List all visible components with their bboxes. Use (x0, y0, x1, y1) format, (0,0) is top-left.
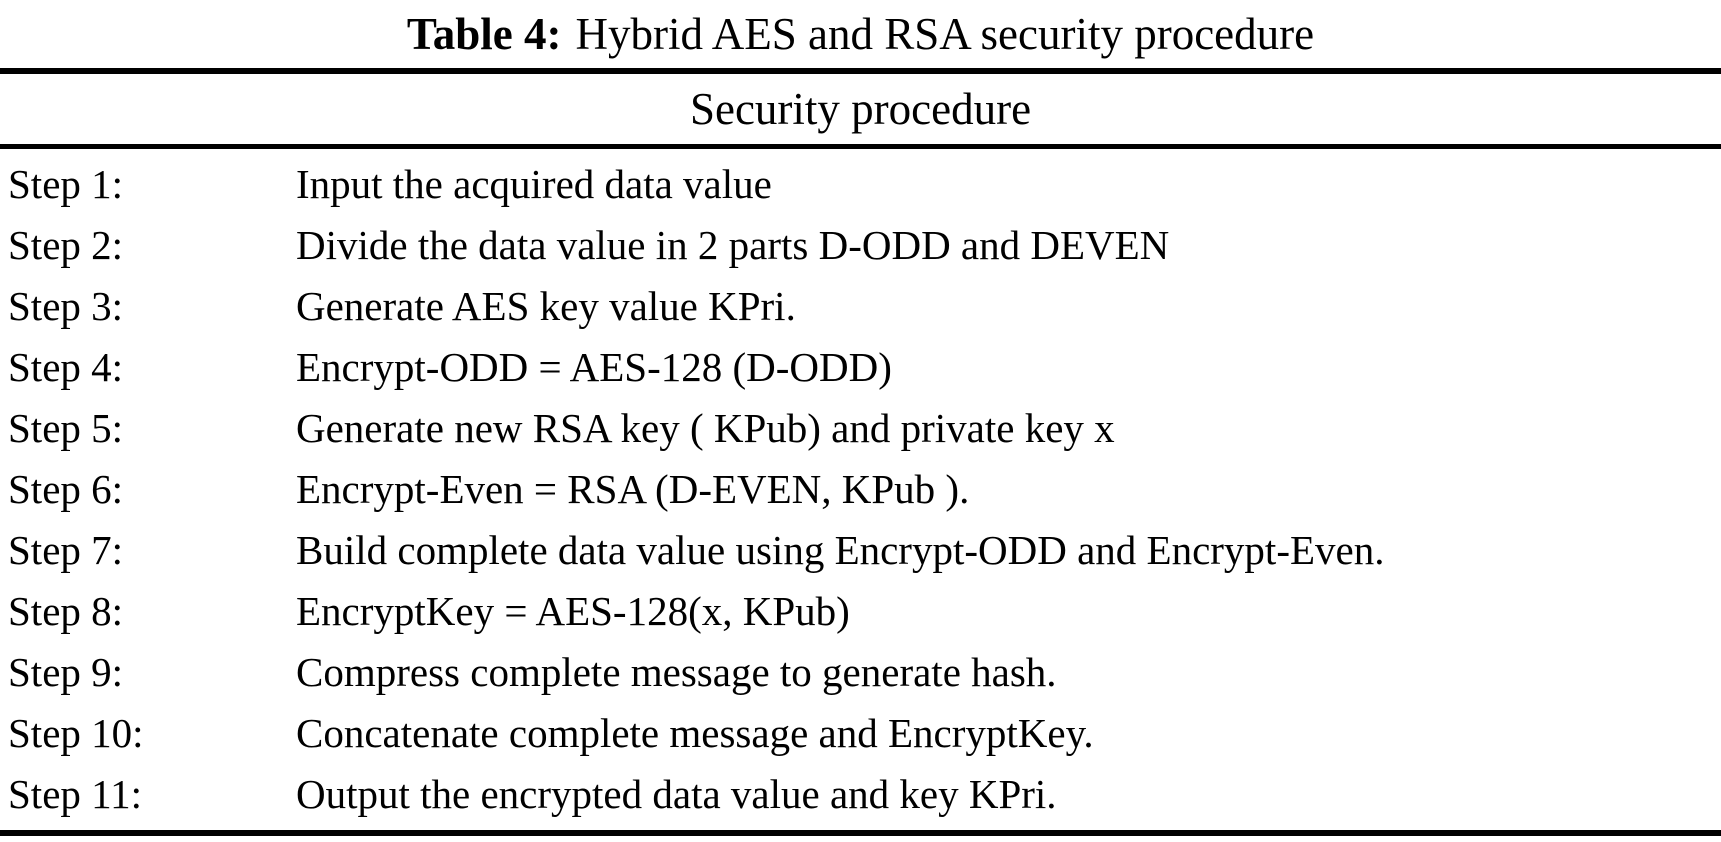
step-description: Build complete data value using Encrypt-… (296, 527, 1385, 573)
table-row: Step 7: Build complete data value using … (0, 520, 1721, 581)
step-description: EncryptKey = AES-128(x, KPub) (296, 588, 850, 634)
step-label: Step 1: (8, 161, 124, 207)
step-description: Divide the data value in 2 parts D-ODD a… (296, 222, 1170, 268)
step-label: Step 2: (8, 222, 124, 268)
table-row: Step 5: Generate new RSA key ( KPub) and… (0, 398, 1721, 459)
table-header-row: Security procedure (0, 68, 1721, 149)
table-caption: Table 4: Hybrid AES and RSA security pro… (0, 0, 1721, 68)
step-label: Step 3: (8, 283, 124, 329)
step-label: Step 6: (8, 466, 124, 512)
table-body: Step 1: Input the acquired data value St… (0, 149, 1721, 836)
step-description: Output the encrypted data value and key … (296, 771, 1057, 817)
table-row: Step 10: Concatenate complete message an… (0, 703, 1721, 764)
table-row: Step 3: Generate AES key value KPri. (0, 276, 1721, 337)
table-row: Step 11: Output the encrypted data value… (0, 764, 1721, 825)
step-label: Step 5: (8, 405, 124, 451)
table-row: Step 4: Encrypt-ODD = AES-128 (D-ODD) (0, 337, 1721, 398)
table-row: Step 8: EncryptKey = AES-128(x, KPub) (0, 581, 1721, 642)
step-description: Input the acquired data value (296, 161, 772, 207)
table-row: Step 6: Encrypt-Even = RSA (D-EVEN, KPub… (0, 459, 1721, 520)
step-description: Compress complete message to generate ha… (296, 649, 1057, 695)
step-description: Encrypt-Even = RSA (D-EVEN, KPub ). (296, 466, 970, 512)
step-label: Step 4: (8, 344, 124, 390)
table-row: Step 1: Input the acquired data value (0, 154, 1721, 215)
table-row: Step 9: Compress complete message to gen… (0, 642, 1721, 703)
step-label: Step 10: (8, 710, 144, 756)
table-caption-title: Hybrid AES and RSA security procedure (575, 9, 1315, 59)
step-label: Step 9: (8, 649, 124, 695)
step-description: Generate AES key value KPri. (296, 283, 796, 329)
table-header-label: Security procedure (689, 84, 1032, 134)
step-description: Concatenate complete message and Encrypt… (296, 710, 1094, 756)
step-label: Step 7: (8, 527, 124, 573)
step-label: Step 11: (8, 771, 143, 817)
table-row: Step 2: Divide the data value in 2 parts… (0, 215, 1721, 276)
step-description: Encrypt-ODD = AES-128 (D-ODD) (296, 344, 892, 390)
step-label: Step 8: (8, 588, 124, 634)
step-description: Generate new RSA key ( KPub) and private… (296, 405, 1115, 451)
table-caption-number: Table 4: (406, 9, 562, 59)
